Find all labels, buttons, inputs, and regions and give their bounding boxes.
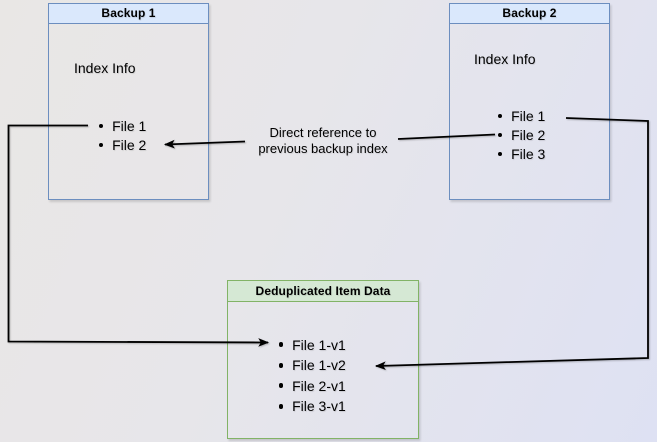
node-backup1-body-label: Index Info [74,60,136,76]
list-item: File 1 [98,117,147,136]
list-item-label: File 2 [511,127,546,143]
node-backup2-title: Backup 2 [502,6,557,21]
list-item-label: File 3 [511,146,546,162]
list-item-label: File 1-v1 [292,336,346,353]
node-dedup-title: Deduplicated Item Data [255,284,391,298]
edge-label-direct-reference: Direct reference to previous backup inde… [223,125,423,156]
bullet-icon [278,403,284,409]
bullet-icon [497,113,503,119]
node-dedup: Deduplicated Item Data [227,280,419,439]
bullet-icon [278,342,284,348]
list-item: File 3 [497,145,546,164]
bullet-icon [278,362,284,368]
edge-label-line1: Direct reference to [269,125,377,140]
bullet-icon [278,383,284,389]
list-item: File 3-v1 [278,396,346,417]
node-backup1-title: Backup 1 [101,6,156,21]
node-backup2-header: Backup 2 [450,4,609,24]
list-item: File 1 [497,107,546,126]
list-item: File 1-v1 [278,335,346,356]
list-item: File 2 [497,126,546,145]
node-backup2-body-label: Index Info [474,51,536,67]
list-item-label: File 1-v2 [292,357,346,374]
list-item: File 2 [98,136,147,155]
node-backup1: Backup 1 [48,3,209,200]
bullet-icon [98,123,104,129]
bullet-icon [497,151,503,157]
list-item-label: File 3-v1 [292,398,346,415]
list-item-label: File 2 [112,137,147,153]
edge-label-line2: previous backup index [258,140,388,156]
bullet-icon [98,142,104,148]
list-item: File 1-v2 [278,355,346,376]
backup2-file-list: File 1 File 2 File 3 [497,107,546,164]
node-backup1-header: Backup 1 [49,4,208,24]
backup1-file-list: File 1 File 2 [98,117,147,155]
node-backup2: Backup 2 [449,3,610,200]
node-dedup-header: Deduplicated Item Data [228,281,418,302]
list-item-label: File 1 [511,108,546,124]
list-item-label: File 2-v1 [292,377,346,394]
list-item-label: File 1 [112,118,147,134]
bullet-icon [497,132,503,138]
dedup-file-list: File 1-v1 File 1-v2 File 2-v1 File 3-v1 [278,335,346,417]
list-item: File 2-v1 [278,376,346,397]
